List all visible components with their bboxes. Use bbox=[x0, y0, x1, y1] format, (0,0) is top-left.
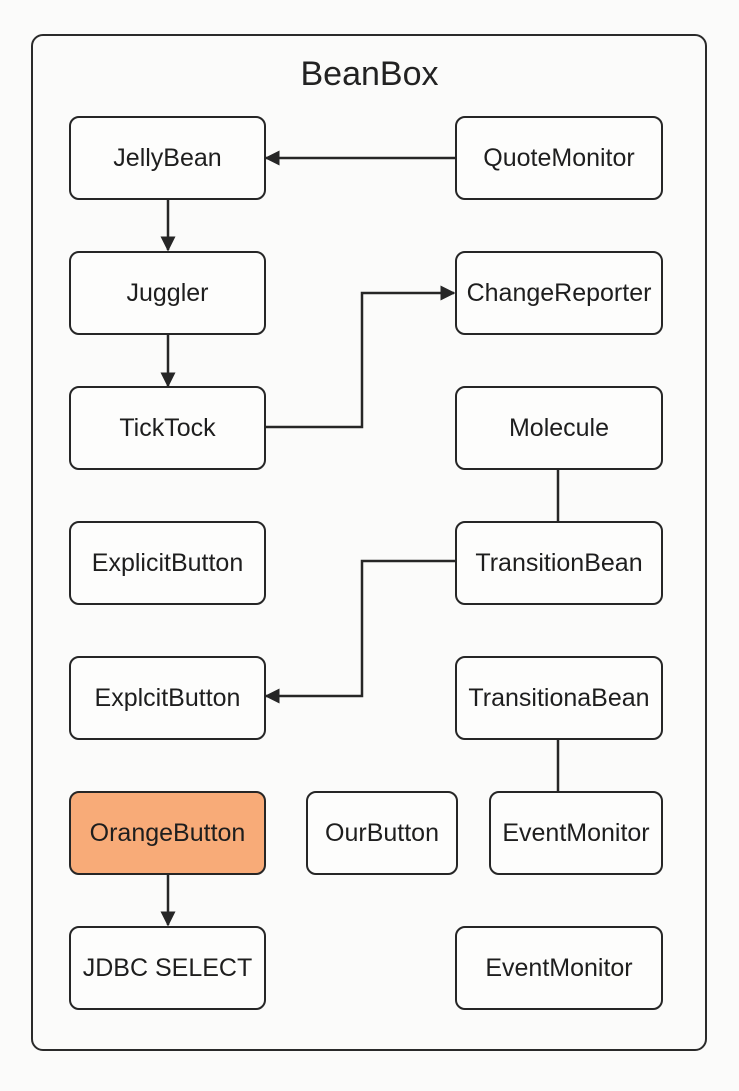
bean-juggler[interactable]: Juggler bbox=[69, 251, 266, 335]
bean-quotemonitor[interactable]: QuoteMonitor bbox=[455, 116, 663, 200]
beanbox-title: BeanBox bbox=[300, 55, 439, 93]
bean-molecule[interactable]: Molecule bbox=[455, 386, 663, 470]
bean-eventmonitor-2[interactable]: EventMonitor bbox=[455, 926, 663, 1010]
bean-ticktock[interactable]: TickTock bbox=[69, 386, 266, 470]
bean-explcitbutton[interactable]: ExplcitButton bbox=[69, 656, 266, 740]
bean-transitionabean[interactable]: TransitionaBean bbox=[455, 656, 663, 740]
bean-explicitbutton[interactable]: ExplicitButton bbox=[69, 521, 266, 605]
bean-ourbutton[interactable]: OurButton bbox=[306, 791, 458, 875]
bean-changereporter[interactable]: ChangeReporter bbox=[455, 251, 663, 335]
beanbox-frame bbox=[31, 34, 707, 1051]
bean-jellybean[interactable]: JellyBean bbox=[69, 116, 266, 200]
bean-jdbc-select[interactable]: JDBC SELECT bbox=[69, 926, 266, 1010]
bean-orangebutton[interactable]: OrangeButton bbox=[69, 791, 266, 875]
bean-eventmonitor[interactable]: EventMonitor bbox=[489, 791, 663, 875]
wire-ticktock-to-changereporter bbox=[266, 285, 456, 429]
bean-transitionbean[interactable]: TransitionBean bbox=[455, 521, 663, 605]
wire-transitionbean-to-explcitbutton bbox=[264, 559, 455, 704]
